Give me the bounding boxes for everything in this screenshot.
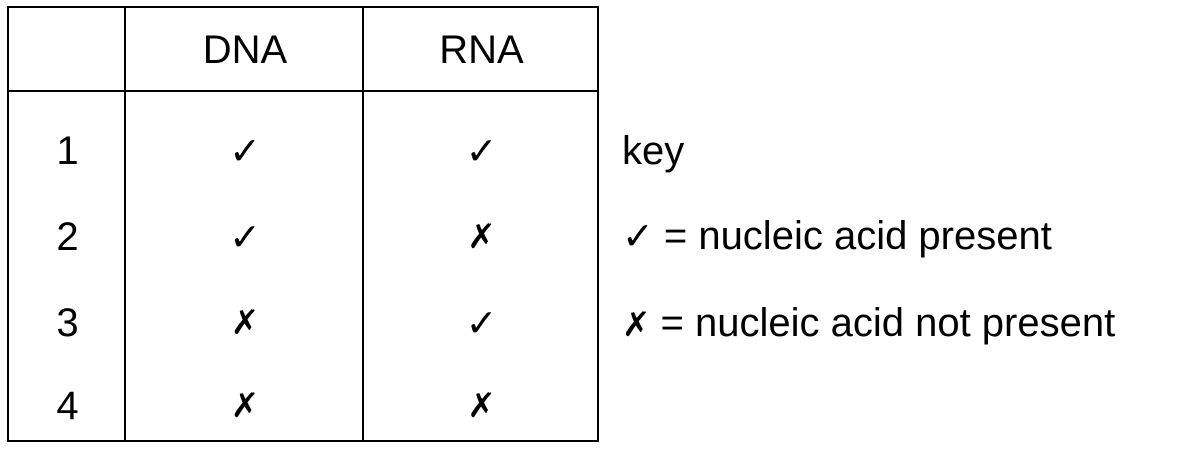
rna-check-mark: ✓	[465, 301, 498, 345]
header-divider	[9, 90, 597, 92]
check-mark-icon: ✓	[622, 214, 654, 258]
key-present: ✓= nucleic acid present	[622, 216, 1052, 256]
rna-check-mark: ✓	[465, 129, 498, 173]
row-label: 3	[56, 301, 79, 345]
key-absent-text: = nucleic acid not present	[660, 301, 1116, 345]
dna-check-mark: ✓	[229, 215, 261, 259]
dna-check-mark: ✓	[229, 129, 261, 173]
key-title: key	[622, 129, 685, 173]
row-label: 2	[56, 215, 79, 259]
key-present-text: = nucleic acid present	[663, 214, 1052, 258]
nucleic-acid-table: DNA RNA 1 ✓ ✓ 2 ✓ ✗ 3 ✗ ✓ 4 ✗ ✗	[7, 6, 599, 442]
row-label: 4	[56, 384, 79, 428]
dna-cross-mark: ✗	[230, 386, 260, 426]
cross-mark-icon: ✗	[622, 305, 651, 345]
header-dna: DNA	[202, 28, 288, 72]
column-divider	[124, 8, 126, 440]
rna-cross-mark: ✗	[467, 217, 496, 257]
dna-cross-mark: ✗	[230, 303, 260, 343]
header-rna: RNA	[439, 28, 524, 72]
key-absent: ✗= nucleic acid not present	[622, 303, 1115, 343]
rna-cross-mark: ✗	[467, 386, 496, 426]
row-label: 1	[56, 129, 79, 173]
column-divider	[362, 8, 364, 440]
header-empty	[9, 8, 126, 92]
